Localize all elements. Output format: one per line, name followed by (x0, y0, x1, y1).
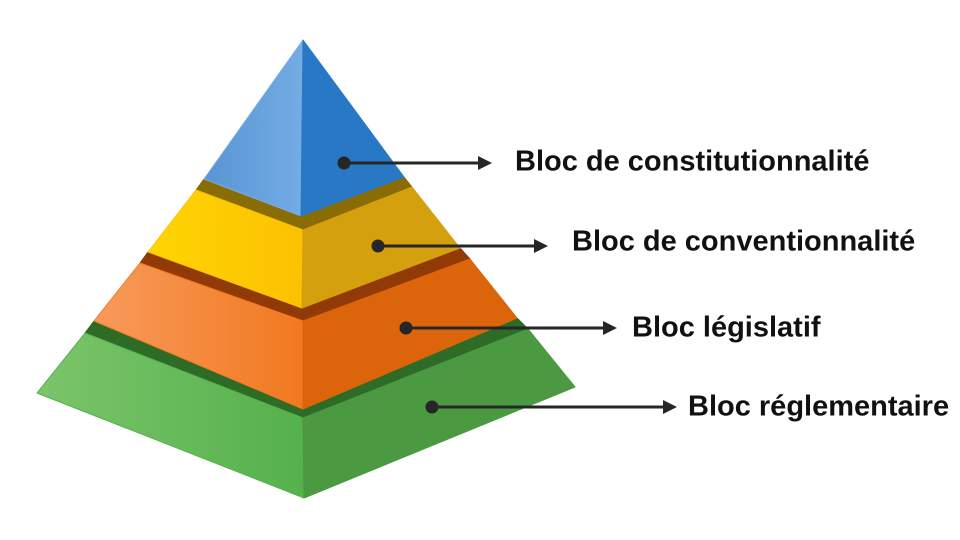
label-bloc-conventionnalite: Bloc de conventionnalité (572, 225, 916, 258)
label-bloc-constitutionnalite: Bloc de constitutionnalité (515, 145, 870, 178)
level-1-right-face (300, 39, 405, 217)
arrowhead-icon (603, 321, 617, 335)
connector-level-1 (337, 156, 492, 170)
label-bloc-legislatif: Bloc législatif (632, 311, 821, 344)
level-3-right-face (302, 258, 518, 410)
level-4-right-face (302, 328, 576, 499)
arrowhead-icon (534, 239, 548, 253)
arrowhead-icon (663, 400, 677, 414)
arrowhead-icon (478, 156, 492, 170)
connector-level-2 (371, 239, 548, 253)
connector-level-4 (425, 400, 677, 414)
label-bloc-reglementaire: Bloc réglementaire (688, 390, 950, 423)
connector-level-3 (399, 321, 617, 335)
